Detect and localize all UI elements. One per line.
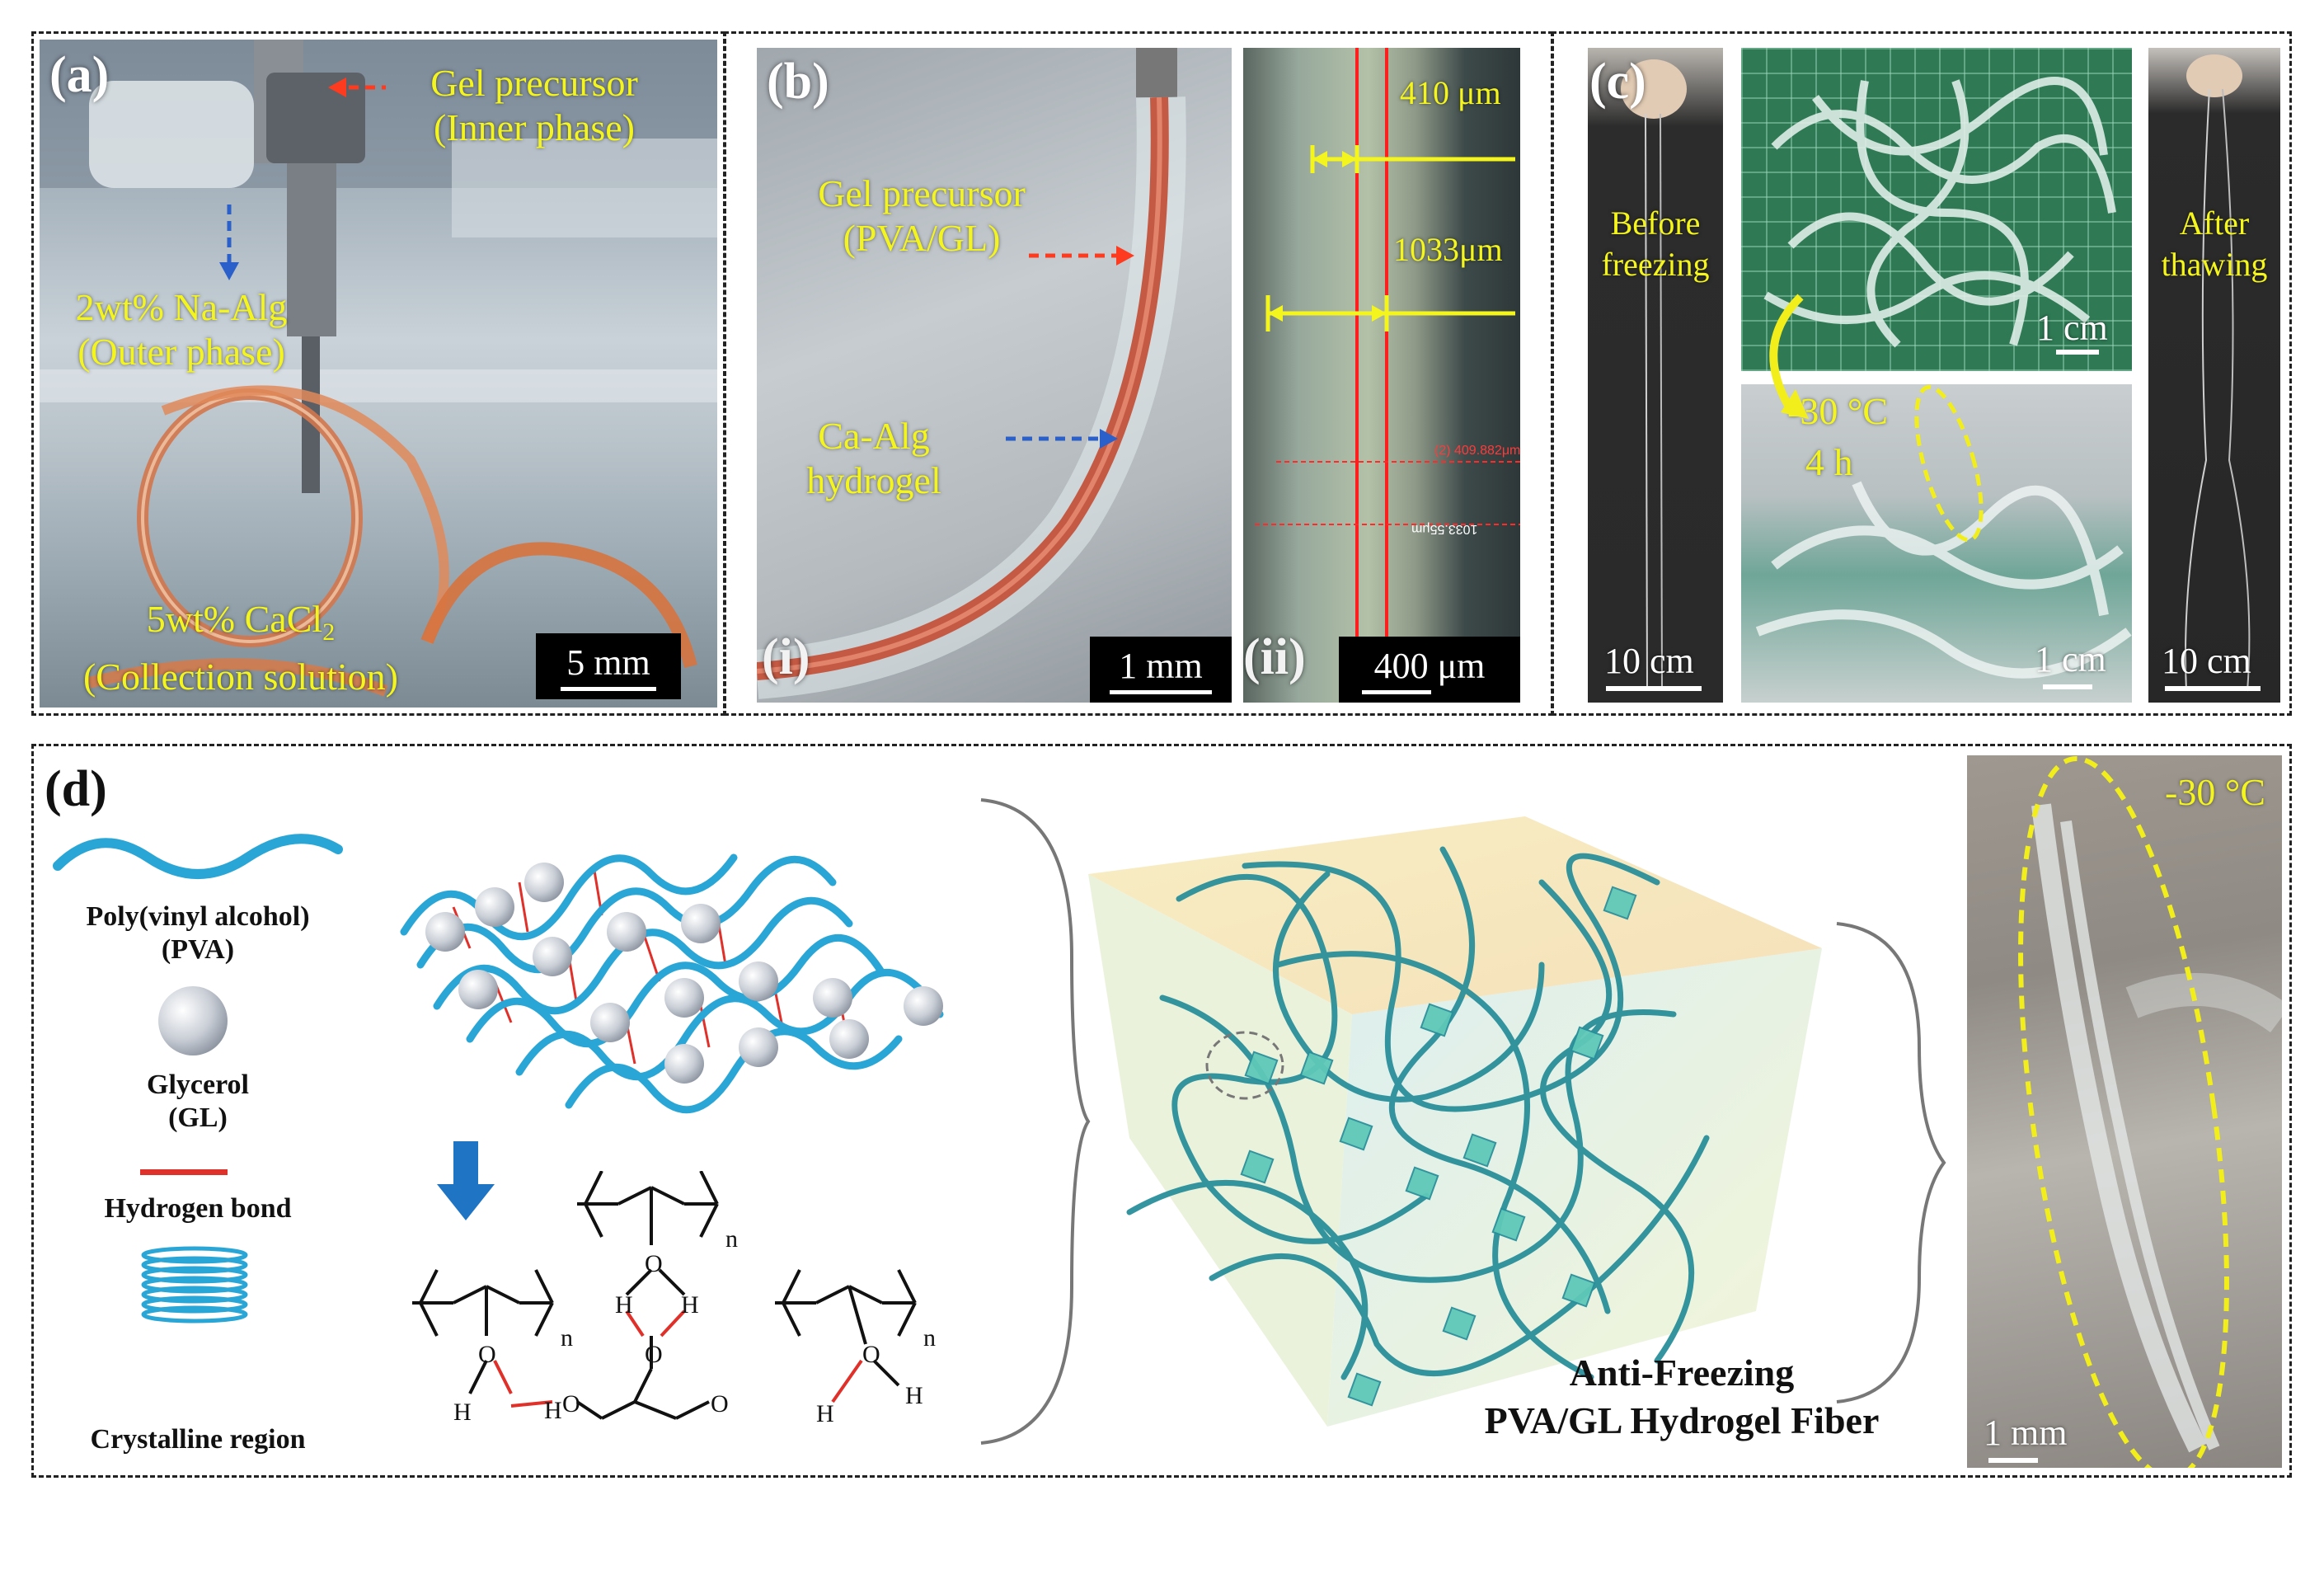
glycerol-sphere-icon bbox=[158, 986, 228, 1055]
measure-outer-label: 1033μm bbox=[1393, 231, 1503, 268]
chem-o-5: O bbox=[711, 1390, 729, 1418]
panel-c-before-photo bbox=[1588, 48, 1723, 703]
panel-a-scale-bar: 5 mm bbox=[536, 633, 681, 699]
down-arrow-icon bbox=[437, 1141, 495, 1220]
after-line2: thawing bbox=[2161, 246, 2268, 283]
chem-h-3: H bbox=[615, 1291, 633, 1319]
ca-alg-line2: hydrogel bbox=[806, 459, 941, 501]
gel-precursor-line1: Gel precursor bbox=[818, 172, 1026, 214]
panel-c-top-scale-text: 1 cm bbox=[2036, 308, 2108, 348]
chem-n-3: n bbox=[923, 1324, 936, 1352]
panel-c-bottom-scale-text: 1 cm bbox=[2035, 639, 2106, 679]
collection-solution-label: 5wt% CaCl2 (Collection solution) bbox=[43, 597, 439, 699]
panel-c-left-scale-text: 10 cm bbox=[1604, 641, 1694, 681]
panel-b-i-scale-bar: 1 mm bbox=[1090, 637, 1232, 703]
freeze-time-label: 4 h bbox=[1805, 441, 1853, 483]
micro-reading-1: (2) 409.882μm bbox=[1434, 444, 1521, 458]
before-freezing-label: Before freezing bbox=[1585, 203, 1726, 285]
crystalline-region-icon bbox=[141, 1246, 248, 1323]
panel-c-bottom-photo bbox=[1741, 384, 2132, 703]
panel-d-photo-scale-text: 1 mm bbox=[1984, 1413, 2068, 1453]
collection-line1: 5wt% CaCl2 bbox=[146, 598, 336, 646]
panel-c-right-scale-bar bbox=[2165, 686, 2261, 691]
inner-phase-label: Gel precursor (Inner phase) bbox=[402, 61, 666, 150]
chem-o-4: O bbox=[562, 1390, 580, 1418]
before-line1: Before bbox=[1610, 205, 1701, 242]
fiber-title-line2: PVA/GL Hydrogel Fiber bbox=[1484, 1399, 1880, 1441]
measure-inner-label: 410 μm bbox=[1400, 74, 1501, 111]
panel-d-photo-temp: -30 °C bbox=[2165, 771, 2265, 813]
panel-a-label: (a) bbox=[49, 47, 110, 103]
chem-n-1: n bbox=[561, 1324, 573, 1352]
freeze-arrow-icon bbox=[1769, 294, 1809, 419]
inner-phase-line2: (Inner phase) bbox=[434, 106, 635, 148]
legend-glycerol: Glycerol (GL) bbox=[147, 1070, 249, 1133]
after-line1: After bbox=[2179, 205, 2250, 242]
panel-c-right-scale-text: 10 cm bbox=[2162, 641, 2251, 681]
left-bracket bbox=[980, 798, 1091, 1445]
panel-c-top-scale-bar bbox=[2056, 350, 2099, 355]
after-thawing-label: After thawing bbox=[2142, 203, 2287, 285]
panel-b-label: (b) bbox=[767, 54, 829, 110]
panel-c-label: (c) bbox=[1589, 54, 1646, 110]
chem-o-6: O bbox=[862, 1341, 880, 1368]
chem-h-4: H bbox=[681, 1291, 699, 1319]
panel-d-photo-scale-bar bbox=[1988, 1458, 2038, 1463]
chem-n-2: n bbox=[725, 1225, 738, 1253]
panel-b-ii-photo bbox=[1243, 48, 1520, 703]
outer-phase-label: 2wt% Na-Alg (Outer phase) bbox=[49, 285, 313, 374]
hydrogen-bond-icon bbox=[140, 1169, 228, 1175]
chem-o-1: O bbox=[478, 1341, 496, 1368]
panel-d-label: (d) bbox=[45, 761, 107, 817]
chem-h-5: H bbox=[816, 1400, 834, 1427]
chemical-structure: n n n O O O O O O H H H H H H bbox=[412, 1171, 936, 1427]
pva-chain-icon bbox=[53, 834, 343, 879]
collection-line2: (Collection solution) bbox=[82, 656, 398, 698]
fiber-title-line1: Anti-Freezing bbox=[1569, 1352, 1795, 1394]
ca-alg-line1: Ca-Alg bbox=[818, 415, 930, 457]
legend-crystalline: Crystalline region bbox=[90, 1424, 306, 1455]
inner-phase-line1: Gel precursor bbox=[430, 62, 638, 104]
gel-precursor-line2: (PVA/GL) bbox=[843, 217, 1001, 259]
chem-h-2: H bbox=[544, 1397, 562, 1424]
panel-b-i-label: (i) bbox=[762, 629, 810, 685]
micro-reading-2: 1033.55μm bbox=[1411, 522, 1478, 536]
panel-d-frame bbox=[31, 744, 2292, 1478]
hydrogel-network-schematic bbox=[1088, 816, 1822, 1427]
outer-phase-line2: (Outer phase) bbox=[77, 331, 285, 373]
panel-b-i-photo bbox=[757, 48, 1232, 703]
ca-alg-hydrogel-label: Ca-Alg hydrogel bbox=[791, 414, 956, 503]
legend-pva: Poly(vinyl alcohol) (PVA) bbox=[86, 901, 310, 965]
before-line2: freezing bbox=[1601, 246, 1710, 283]
panel-a-photo bbox=[40, 40, 717, 708]
chem-o-2: O bbox=[645, 1250, 663, 1277]
panel-c-after-photo bbox=[2148, 48, 2280, 703]
chem-h-6: H bbox=[905, 1382, 923, 1409]
panel-d-photo bbox=[1967, 755, 2282, 1468]
right-bracket bbox=[1836, 922, 1946, 1403]
outer-phase-line1: 2wt% Na-Alg bbox=[75, 286, 288, 328]
panel-c-top-photo bbox=[1741, 48, 2132, 371]
panel-c-frame bbox=[1552, 31, 2292, 716]
panel-b-ii-scale-bar: 400 μm bbox=[1339, 637, 1520, 703]
panel-c-bottom-scale-bar bbox=[2043, 684, 2092, 689]
panel-c-left-scale-bar bbox=[1606, 686, 1702, 691]
legend-hydrogen-bond: Hydrogen bond bbox=[104, 1193, 292, 1224]
gel-precursor-label: Gel precursor (PVA/GL) bbox=[798, 172, 1045, 261]
fiber-title: Anti-Freezing PVA/GL Hydrogel Fiber bbox=[1451, 1349, 1913, 1445]
pva-gl-mesh-schematic bbox=[400, 853, 944, 1114]
chem-o-3: O bbox=[645, 1341, 663, 1368]
panel-b-ii-label: (ii) bbox=[1243, 629, 1306, 685]
chem-h-1: H bbox=[453, 1399, 472, 1426]
